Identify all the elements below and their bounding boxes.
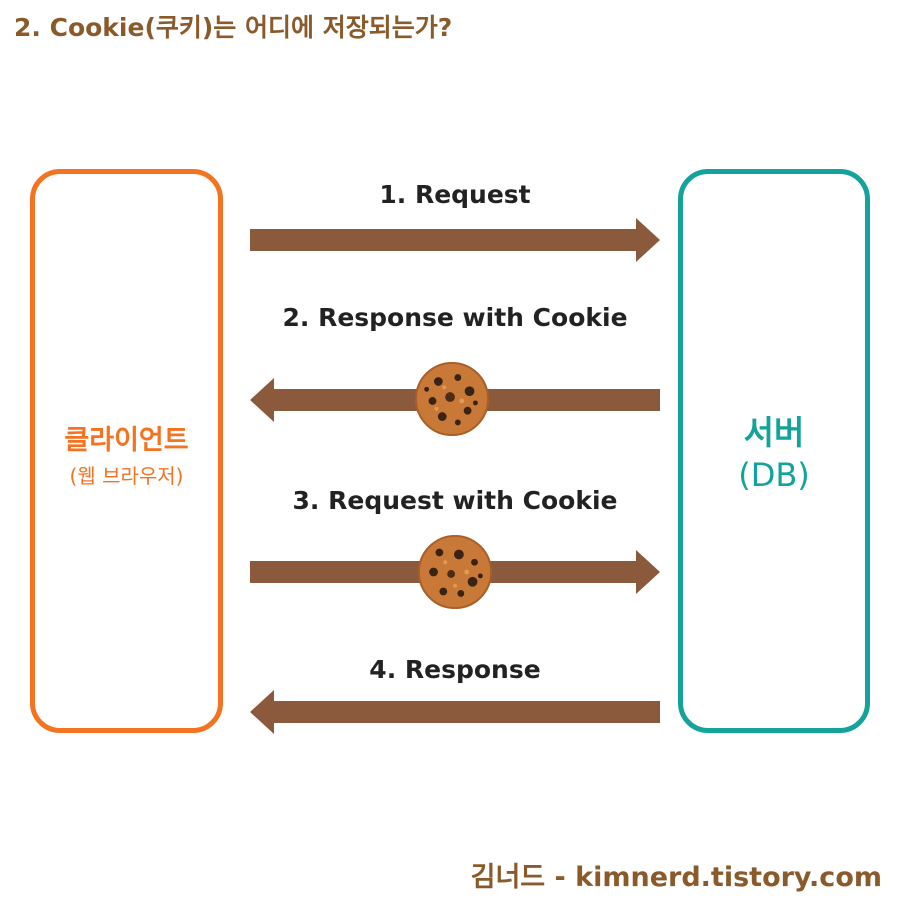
step-1-arrow	[250, 218, 660, 262]
step-3-label: 3. Request with Cookie	[292, 486, 618, 515]
server-name: 서버	[743, 413, 805, 452]
footer-credit: 김너드 - kimnerd.tistory.com	[470, 862, 882, 893]
step-4-label: 4. Response	[369, 655, 541, 684]
step-4-arrow	[250, 690, 660, 734]
cookie-icon	[414, 361, 490, 437]
step-1-label: 1. Request	[379, 180, 531, 209]
client-subtitle: (웹 브라우저)	[69, 464, 184, 488]
page-title: 2. Cookie(쿠키)는 어디에 저장되는가?	[14, 13, 453, 42]
step-2-label: 2. Response with Cookie	[282, 303, 628, 332]
server-subtitle: (DB)	[738, 456, 810, 494]
client-box: 클라이언트 (웹 브라우저)	[30, 169, 223, 733]
cookie-icon	[417, 534, 493, 610]
arrow-right-shape	[250, 218, 660, 262]
server-box: 서버 (DB)	[678, 169, 870, 733]
client-name: 클라이언트	[64, 425, 189, 456]
arrow-left-shape	[250, 690, 660, 734]
